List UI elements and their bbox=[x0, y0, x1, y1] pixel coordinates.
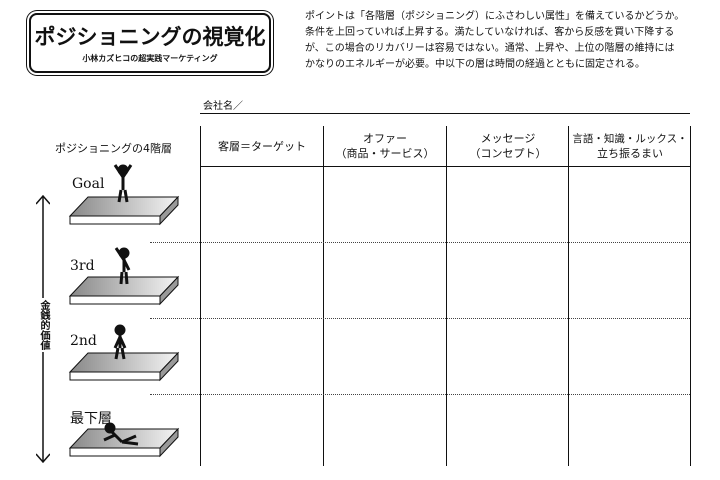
level-label-2nd: 2nd bbox=[70, 333, 97, 349]
divider bbox=[690, 126, 691, 466]
description-line: ポイントは「各階層（ポジショニング）にふさわしい属性」を備えているかどうか。 bbox=[305, 11, 685, 22]
column-header-message: メッセージ bbox=[480, 132, 536, 145]
column-header-language: 言語・知識・ルックス・ bbox=[572, 133, 688, 145]
figure-waving-icon bbox=[114, 247, 131, 285]
divider bbox=[446, 126, 447, 466]
header-divider bbox=[200, 166, 690, 167]
column-header-target: 客層＝ターゲット bbox=[218, 140, 306, 153]
platform-2nd bbox=[68, 324, 180, 382]
divider bbox=[323, 126, 324, 466]
divider bbox=[568, 126, 569, 466]
title-box: ポジショニングの視覚化 小林カズヒコの超実践マーケティング bbox=[29, 13, 271, 73]
column-header-offer: オファー bbox=[363, 132, 407, 145]
company-field-line bbox=[200, 113, 690, 114]
figure-standing-icon bbox=[113, 324, 127, 360]
row-divider bbox=[150, 318, 690, 319]
axis-label: 金銭的価値 bbox=[36, 298, 50, 352]
figure-lying-icon bbox=[103, 422, 139, 446]
column-header-offer-sub: （商品・サービス） bbox=[335, 147, 435, 160]
level-label-goal: Goal bbox=[72, 176, 105, 192]
platform-illustration bbox=[68, 164, 180, 458]
row-divider bbox=[150, 394, 690, 395]
level-label-bottom: 最下層 bbox=[70, 411, 112, 427]
description-line: かなりのエネルギーが必要。中以下の層は時間の経過とともに固定される。 bbox=[305, 59, 645, 70]
company-label: 会社名／ bbox=[203, 101, 243, 112]
figure-arms-up-icon bbox=[113, 164, 133, 203]
divider bbox=[200, 126, 201, 466]
platform-3rd bbox=[68, 247, 180, 306]
row-divider bbox=[150, 242, 690, 243]
page-title: ポジショニングの視覚化 bbox=[34, 25, 266, 49]
column-header-language-sub: 立ち振るまい bbox=[597, 147, 663, 160]
page-subtitle: 小林カズヒコの超実践マーケティング bbox=[82, 54, 218, 63]
layers-title: ポジショニングの4階層 bbox=[55, 142, 172, 155]
description-line: 条件を上回っていれば上昇する。満たしていなければ、客から反感を買い下降する bbox=[305, 27, 675, 38]
level-label-3rd: 3rd bbox=[70, 258, 95, 274]
column-header-message-sub: （コンセプト） bbox=[469, 147, 547, 160]
platform-bottom bbox=[68, 422, 180, 458]
platform-goal bbox=[68, 164, 180, 226]
description-line: が、この場合のリカバリーは容易ではない。通常、上昇や、上位の階層の維持には bbox=[305, 43, 675, 54]
